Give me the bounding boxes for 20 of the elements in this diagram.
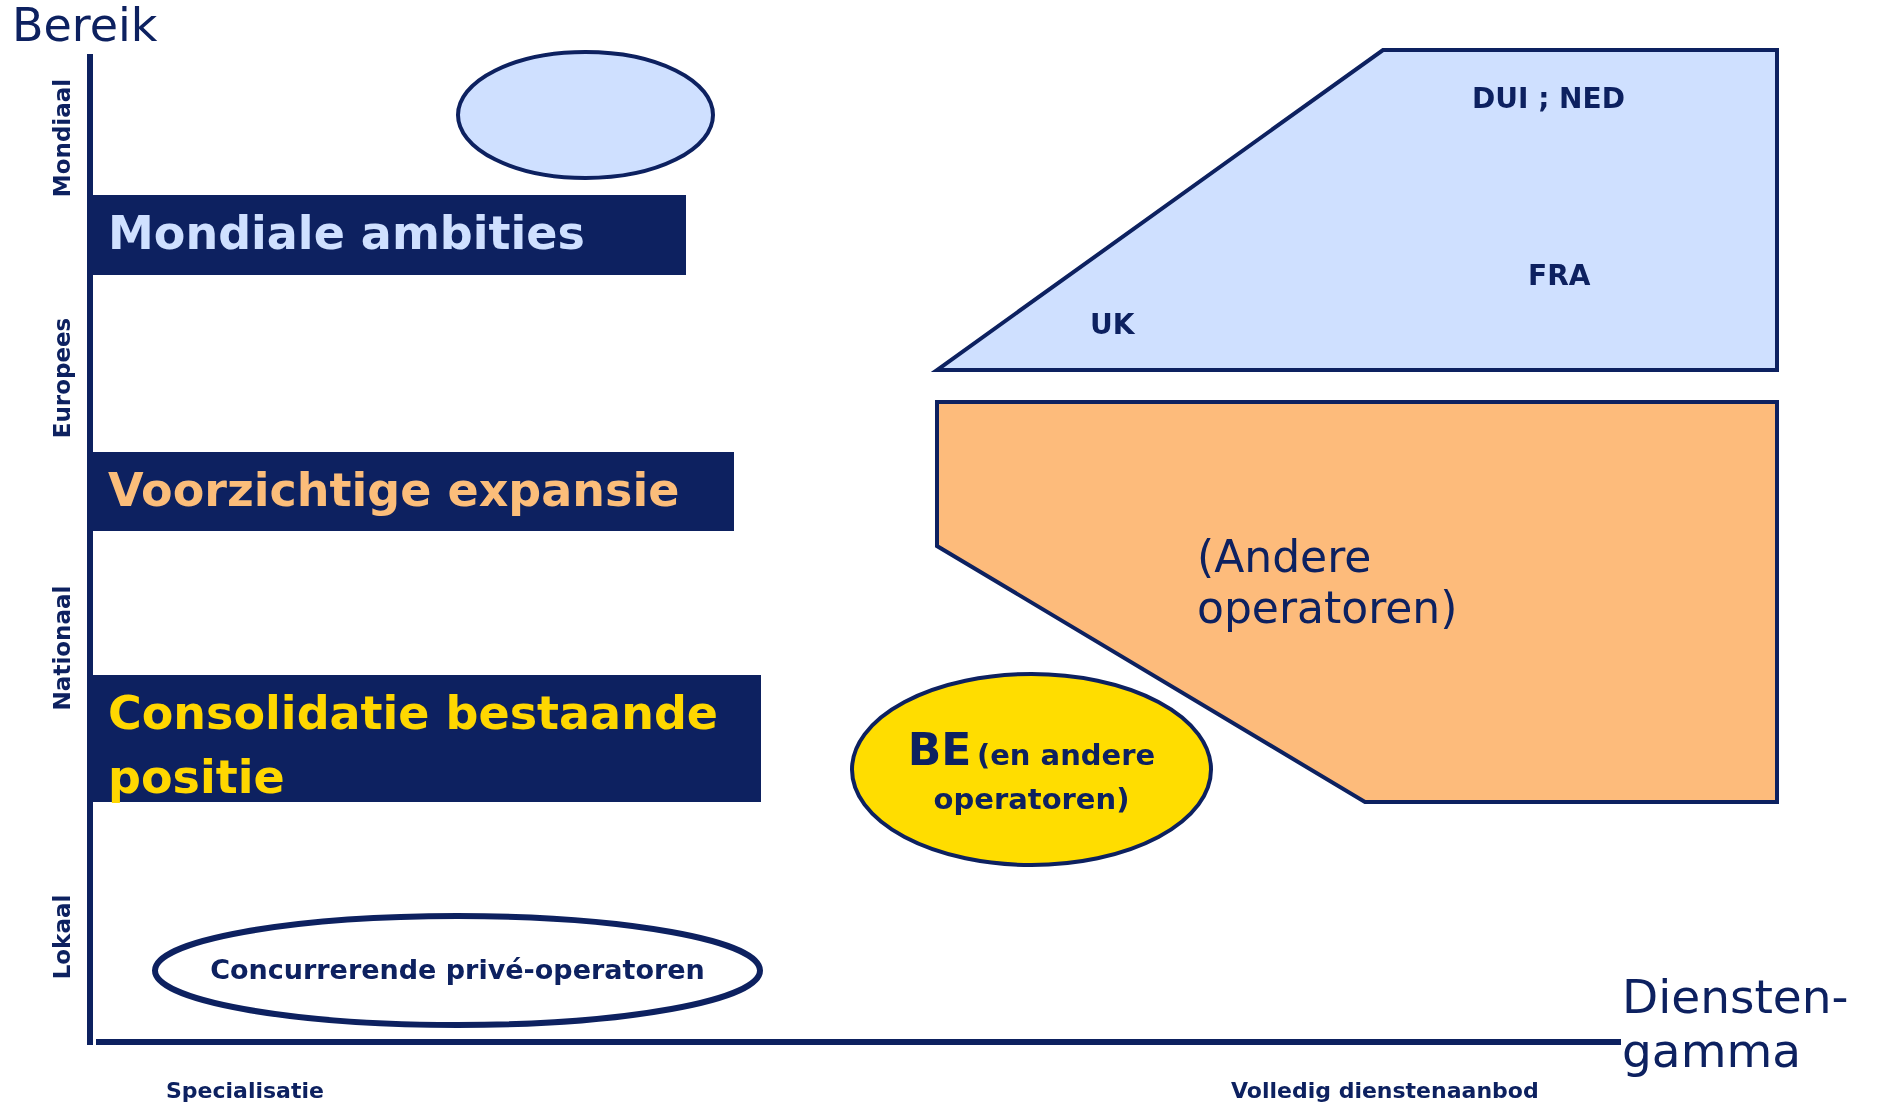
region-text: (Andere operatoren) bbox=[1197, 532, 1459, 634]
ellipse-text: BE(en andere operatoren) bbox=[906, 723, 1157, 818]
bar-title: Voorzichtige expansie bbox=[108, 462, 680, 519]
axis-tick-label: Europees bbox=[49, 317, 75, 439]
axis-end-label: Specialisatie bbox=[166, 1078, 324, 1103]
axis-title: Bereik bbox=[12, 0, 158, 52]
bar-title: Consolidatie bestaande positie bbox=[108, 685, 720, 807]
country-label: FRA bbox=[1528, 259, 1591, 292]
axis-tick-label: Mondiaal bbox=[49, 78, 75, 198]
country-label: DUI ; NED bbox=[1472, 82, 1625, 115]
ellipse-text: Concurrerende privé-operatoren bbox=[210, 953, 705, 988]
axis-tick-label: Nationaal bbox=[49, 585, 75, 711]
country-label: UK bbox=[1090, 308, 1135, 341]
strategy-bar bbox=[90, 675, 761, 802]
strategy-bar bbox=[90, 452, 734, 531]
axis-title: Diensten- gamma bbox=[1622, 970, 1850, 1079]
strategy-bar bbox=[90, 195, 686, 275]
axis-end-label: Volledig dienstenaanbod bbox=[1231, 1078, 1539, 1103]
axis-tick-label: Lokaal bbox=[49, 894, 75, 980]
bar-title: Mondiale ambities bbox=[108, 205, 585, 262]
